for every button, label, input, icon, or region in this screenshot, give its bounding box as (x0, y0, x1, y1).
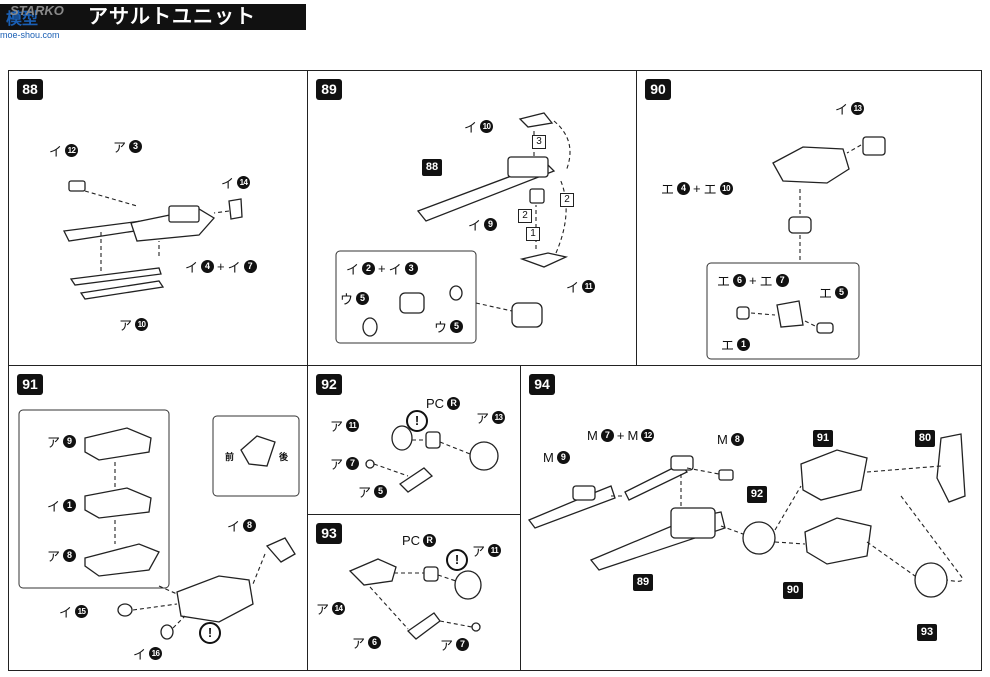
step-number: 90 (645, 79, 671, 100)
caution-mark: ! (446, 549, 468, 571)
step-93-illustration (348, 558, 482, 640)
watermark-url: moe-shou.com (0, 30, 60, 40)
step-94-illustration (527, 433, 966, 598)
watermark-logo: 模型 STARKO (6, 3, 64, 28)
step-number: 88 (17, 79, 43, 100)
step-number: 91 (17, 374, 43, 395)
ref-89: 89 (633, 574, 653, 591)
label-front: 前 (225, 452, 235, 462)
step-number: 92 (316, 374, 342, 395)
step-marker-2b: 2 (560, 193, 574, 207)
step-number: 93 (316, 523, 342, 544)
step-91-illustration (18, 409, 300, 640)
step-number: 89 (316, 79, 342, 100)
ref-88: 88 (422, 159, 442, 176)
caution-mark: ! (406, 410, 428, 432)
step-number: 94 (529, 374, 555, 395)
page-header: 模型 STARKO アサルトユニット moe-shou.com (0, 0, 990, 40)
ref-90: 90 (783, 582, 803, 599)
step-marker-1: 1 (526, 227, 540, 241)
ref-92: 92 (747, 486, 767, 503)
step-92-illustration (365, 425, 499, 493)
caution-mark: ! (199, 622, 221, 644)
step-marker-3: 3 (532, 135, 546, 149)
step-marker-2a: 2 (518, 209, 532, 223)
header-bar (0, 4, 306, 30)
page-title: アサルトユニット (88, 6, 256, 28)
ref-91: 91 (813, 430, 833, 447)
ref-80: 80 (915, 430, 935, 447)
label-back: 後 (279, 452, 289, 462)
ref-93: 93 (917, 624, 937, 641)
step-88-illustration (63, 180, 243, 300)
step-90-illustration (706, 136, 886, 360)
step-89-illustration (335, 112, 571, 344)
